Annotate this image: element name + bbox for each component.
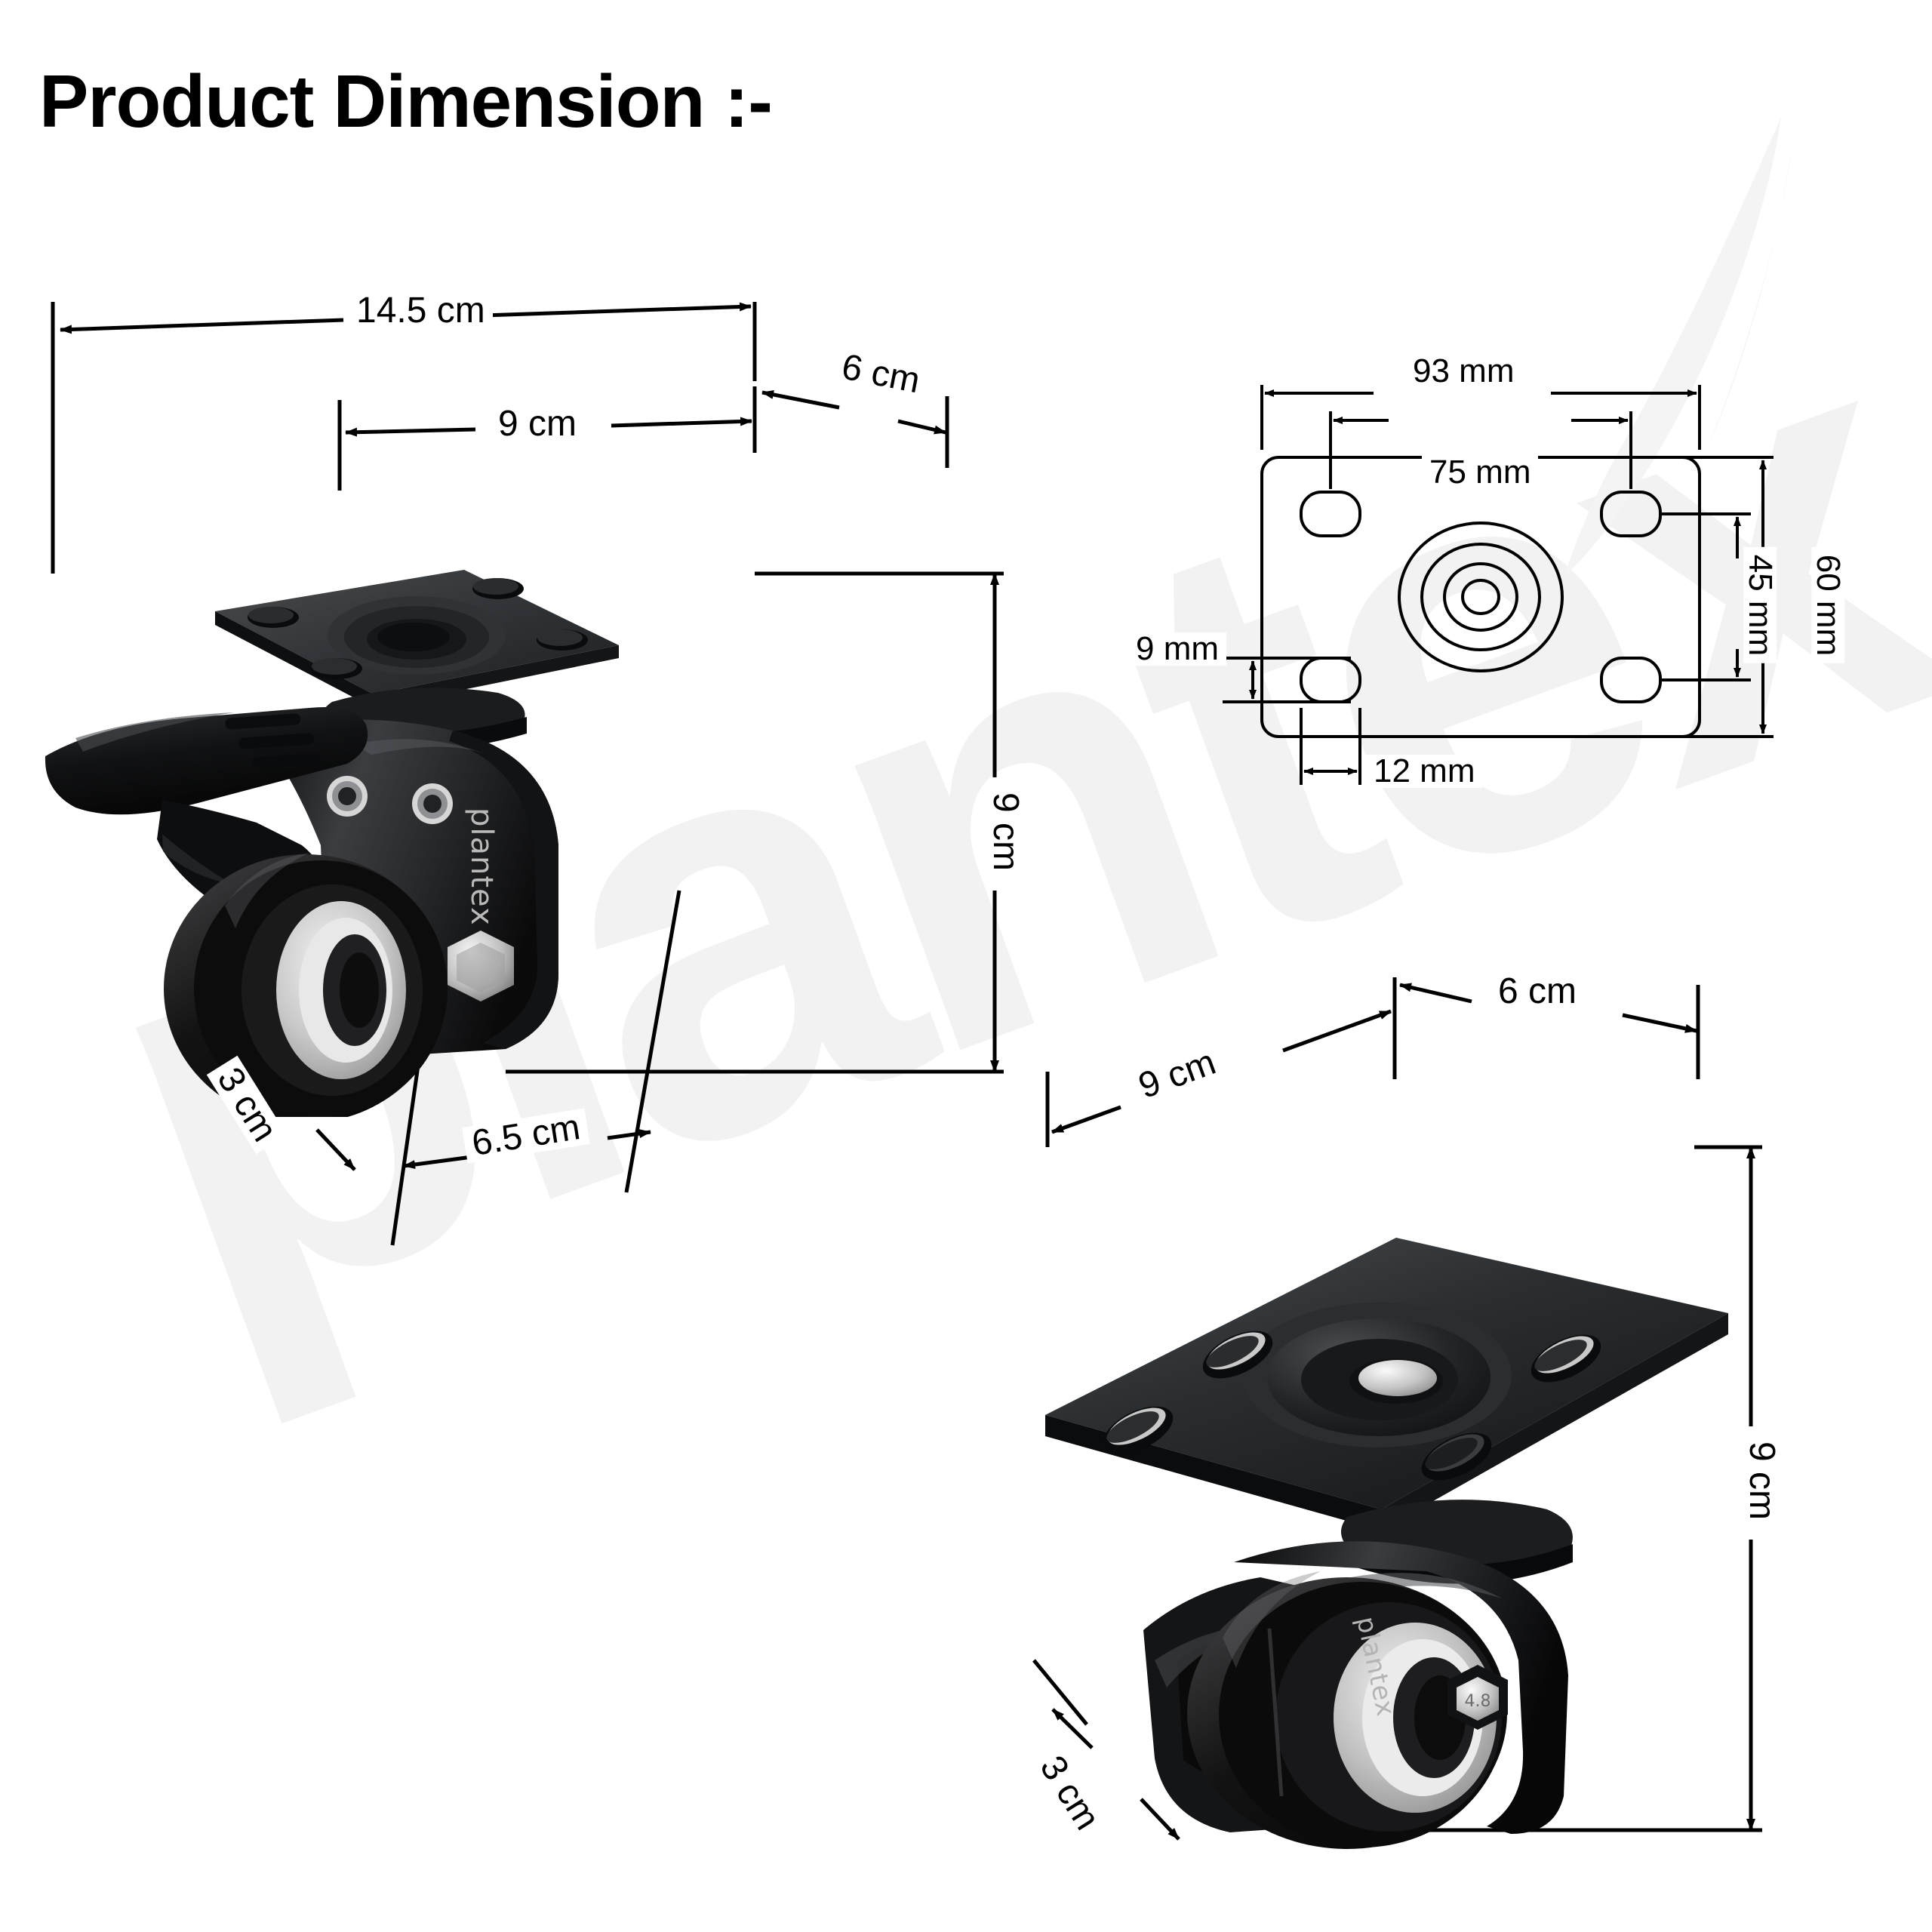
mounting-plate bbox=[215, 570, 619, 708]
dimension-label-6cm-plate-2: 6 cm bbox=[1491, 974, 1585, 1010]
axle-bolt bbox=[448, 931, 514, 1001]
plain-caster-illustration: 4.8 plantex bbox=[1045, 1238, 1728, 1849]
braked-caster-illustration: plantex bbox=[45, 570, 619, 1117]
dimension-label-14-5cm: 14.5 cm bbox=[349, 293, 493, 329]
dimension-label-6cm-plate: 6 cm bbox=[831, 347, 931, 401]
mounting-plate bbox=[1045, 1238, 1728, 1531]
dimension-label-9mm: 9 mm bbox=[1128, 632, 1226, 666]
brand-label-left: plantex bbox=[464, 808, 499, 926]
dimension-label-45mm: 45 mm bbox=[1742, 546, 1779, 664]
caster-wheel bbox=[164, 853, 448, 1117]
dimension-label-60mm: 60 mm bbox=[1810, 546, 1847, 664]
caster-wheel bbox=[1187, 1571, 1507, 1849]
fork-screws bbox=[327, 776, 453, 824]
page-title: Product Dimension :- bbox=[39, 60, 773, 143]
dimension-label-9cm-height: 9 cm bbox=[986, 784, 1026, 879]
dimension-label-9cm-height-2: 9 cm bbox=[1742, 1433, 1782, 1528]
bolt-marking-label: 4.8 bbox=[1465, 1692, 1491, 1711]
dimension-label-93mm: 93 mm bbox=[1405, 355, 1522, 388]
dimension-label-9cm-plate: 9 cm bbox=[491, 406, 585, 442]
dimension-label-75mm: 75 mm bbox=[1422, 456, 1539, 489]
watermark-swoosh-icon bbox=[1564, 117, 1792, 577]
axle-bolt: 4.8 bbox=[1447, 1665, 1508, 1730]
dimension-label-12mm: 12 mm bbox=[1366, 755, 1483, 788]
